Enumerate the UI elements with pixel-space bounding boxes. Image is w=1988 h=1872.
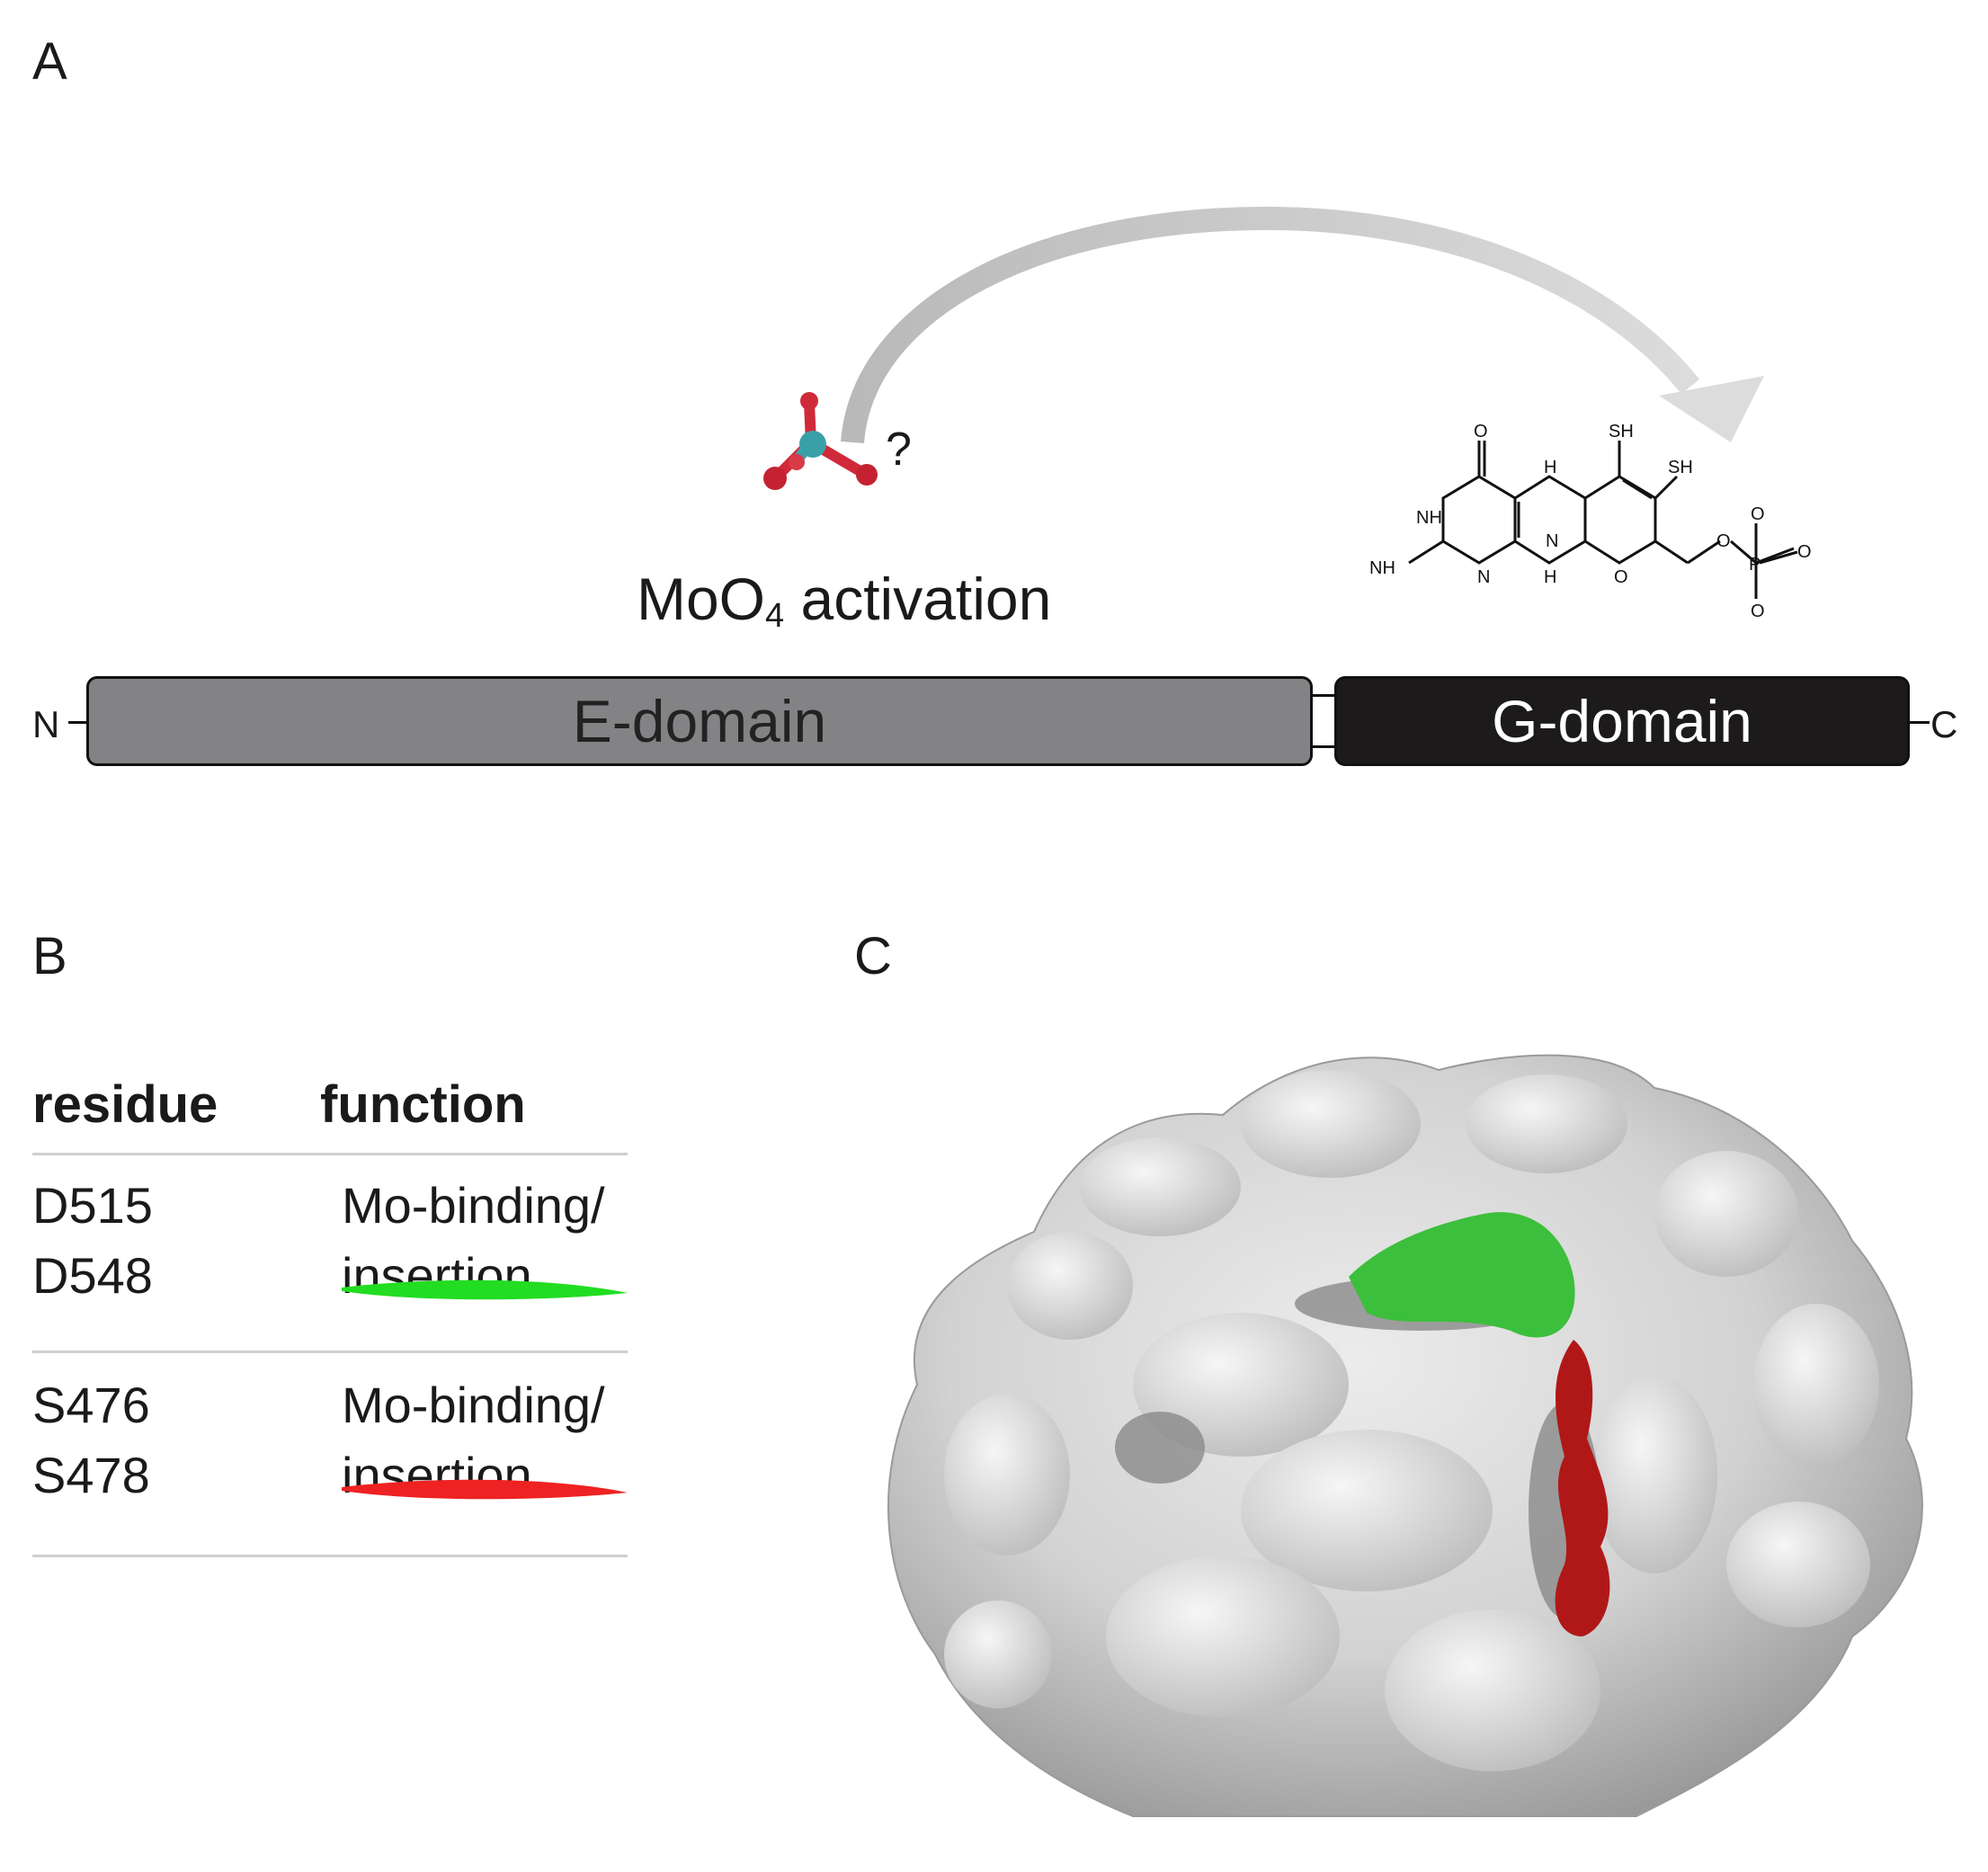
n-terminus-label: N [32,703,60,745]
atom-n-1: N [1477,567,1490,587]
row1-residues: D515 D548 [32,1171,153,1311]
atom-sh-2: SH [1668,458,1693,477]
question-mark: ? [886,423,912,476]
panel-label-a: A [32,32,67,91]
atom-h-1: H [1544,458,1556,477]
domain-linker [1311,694,1336,748]
atom-n-2: N [1546,531,1558,551]
atom-o-p3: O [1751,602,1765,621]
atom-nh-1: NH [1416,508,1442,528]
residue-s478: S478 [32,1447,150,1503]
e-domain-label: E-domain [572,688,827,754]
atom-nh2: NH [1369,558,1395,578]
header-function: function [320,1075,526,1134]
atom-o: O [1474,423,1488,441]
molybdopterin-structure: O SH SH NH H H N N NH O O P O O O [1369,423,1812,621]
table-rule-bottom [32,1555,628,1557]
molybdate-molecule [763,392,878,490]
arrow-head [1659,376,1764,442]
atom-o-ring: O [1614,567,1628,587]
red-highlight-swoosh [342,1479,628,1500]
header-residue: residue [32,1075,218,1134]
atom-sh-1: SH [1609,423,1634,441]
n-terminus-tick [68,721,88,724]
residue-d548: D548 [32,1247,153,1304]
c-terminus-tick [1910,721,1930,724]
atom-o-link: O [1716,531,1731,551]
residue-d515: D515 [32,1177,153,1234]
panel-label-c: C [854,927,892,985]
g-domain-label: G-domain [1492,688,1752,754]
table-rule-top [32,1153,628,1155]
row2-function-line1: Mo-binding/ [342,1377,605,1433]
green-binding-site [1349,1212,1575,1338]
green-highlight-swoosh [342,1279,628,1300]
atom-o-p2: O [1797,542,1812,562]
caption-subscript: 4 [765,597,785,635]
panel-label-b: B [32,927,67,985]
atom-h-2: H [1544,567,1556,587]
c-terminus-label: C [1930,703,1958,745]
moo4-activation-caption: MoO4 activation [637,565,1051,636]
g-domain-box: G-domain [1334,676,1910,766]
protein-surface-render [887,1054,1923,1817]
table-rule-middle [32,1351,628,1353]
caption-rest: activation [784,566,1052,632]
e-domain-box: E-domain [86,676,1313,766]
residue-s476: S476 [32,1377,150,1433]
atom-o-p1: O [1751,504,1765,524]
caption-main: MoO [637,566,766,632]
red-binding-site [1555,1340,1610,1636]
atom-p: P [1749,555,1761,575]
row1-function-line1: Mo-binding/ [342,1177,605,1234]
transfer-arrow [841,206,1764,444]
row2-residues: S476 S478 [32,1370,150,1511]
